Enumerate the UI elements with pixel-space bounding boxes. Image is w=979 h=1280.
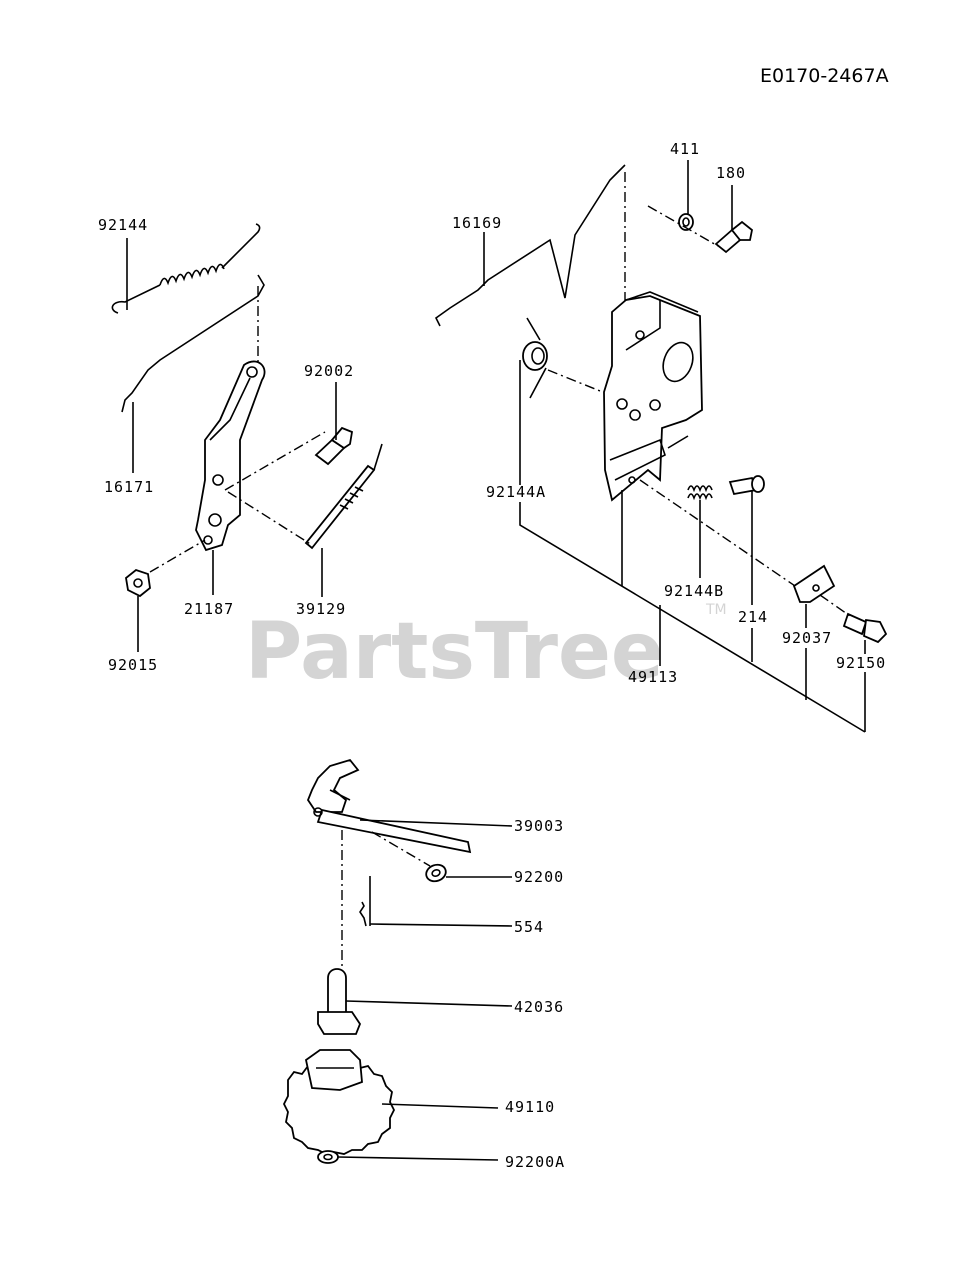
label-92037[interactable]: 92037 [782, 629, 832, 647]
centerline [227, 491, 313, 546]
label-49110[interactable]: 49110 [505, 1098, 555, 1116]
leader [359, 819, 513, 827]
label-21187[interactable]: 21187 [184, 600, 234, 618]
label-92150[interactable]: 92150 [836, 654, 886, 672]
part-92200-washer[interactable] [424, 862, 448, 884]
part-39129-spring[interactable] [304, 443, 383, 550]
part-49113-bracket[interactable] [603, 291, 703, 502]
part-554-pin[interactable] [359, 876, 371, 927]
label-92144B[interactable]: 92144B [664, 582, 724, 600]
leader [337, 1156, 499, 1161]
diagram-code: E0170-2467A [760, 65, 889, 87]
leader [519, 502, 866, 733]
label-180[interactable]: 180 [716, 164, 746, 182]
label-554[interactable]: 554 [514, 918, 544, 936]
label-92015[interactable]: 92015 [108, 656, 158, 674]
part-16169-rod[interactable] [434, 164, 626, 327]
part-214-pin[interactable] [728, 475, 765, 496]
part-92015-nut[interactable] [125, 568, 151, 598]
part-92144-spring[interactable] [111, 223, 261, 314]
label-92002[interactable]: 92002 [304, 362, 354, 380]
part-39003-shaft[interactable] [306, 758, 472, 854]
label-214[interactable]: 214 [738, 608, 768, 626]
label-39003[interactable]: 39003 [514, 817, 564, 835]
part-21187-lever[interactable] [195, 360, 266, 552]
leader [369, 923, 513, 927]
part-411-washer[interactable] [678, 213, 694, 231]
label-92144[interactable]: 92144 [98, 216, 148, 234]
label-411[interactable]: 411 [670, 140, 700, 158]
centerline [639, 479, 799, 589]
label-92200[interactable]: 92200 [514, 868, 564, 886]
label-42036[interactable]: 42036 [514, 998, 564, 1016]
part-49110-gear[interactable] [282, 1049, 396, 1155]
label-92144A[interactable]: 92144A [486, 483, 546, 501]
part-92144A-spring[interactable] [522, 317, 548, 399]
centerline [819, 594, 851, 617]
part-16171-rod[interactable] [121, 274, 265, 413]
part-92144B-spring[interactable] [687, 485, 713, 501]
part-92037-clip[interactable] [792, 564, 836, 603]
label-16169[interactable]: 16169 [452, 214, 502, 232]
centerline [149, 539, 206, 573]
watermark-trademark: TM [705, 602, 727, 618]
watermark: PartsTree [245, 607, 664, 697]
centerline [647, 205, 719, 247]
label-39129[interactable]: 39129 [296, 600, 346, 618]
part-92002-bolt[interactable] [314, 426, 354, 466]
part-92200A-washer[interactable] [317, 1150, 339, 1164]
label-16171[interactable]: 16171 [104, 478, 154, 496]
part-180-bolt[interactable] [714, 220, 753, 254]
label-49113[interactable]: 49113 [628, 668, 678, 686]
leader [381, 1103, 499, 1109]
part-92150-bolt[interactable] [842, 612, 888, 644]
part-42036-governor-shaft[interactable] [317, 968, 362, 1035]
label-92200A[interactable]: 92200A [505, 1153, 565, 1171]
leader [345, 1000, 513, 1007]
centerline [547, 369, 611, 396]
